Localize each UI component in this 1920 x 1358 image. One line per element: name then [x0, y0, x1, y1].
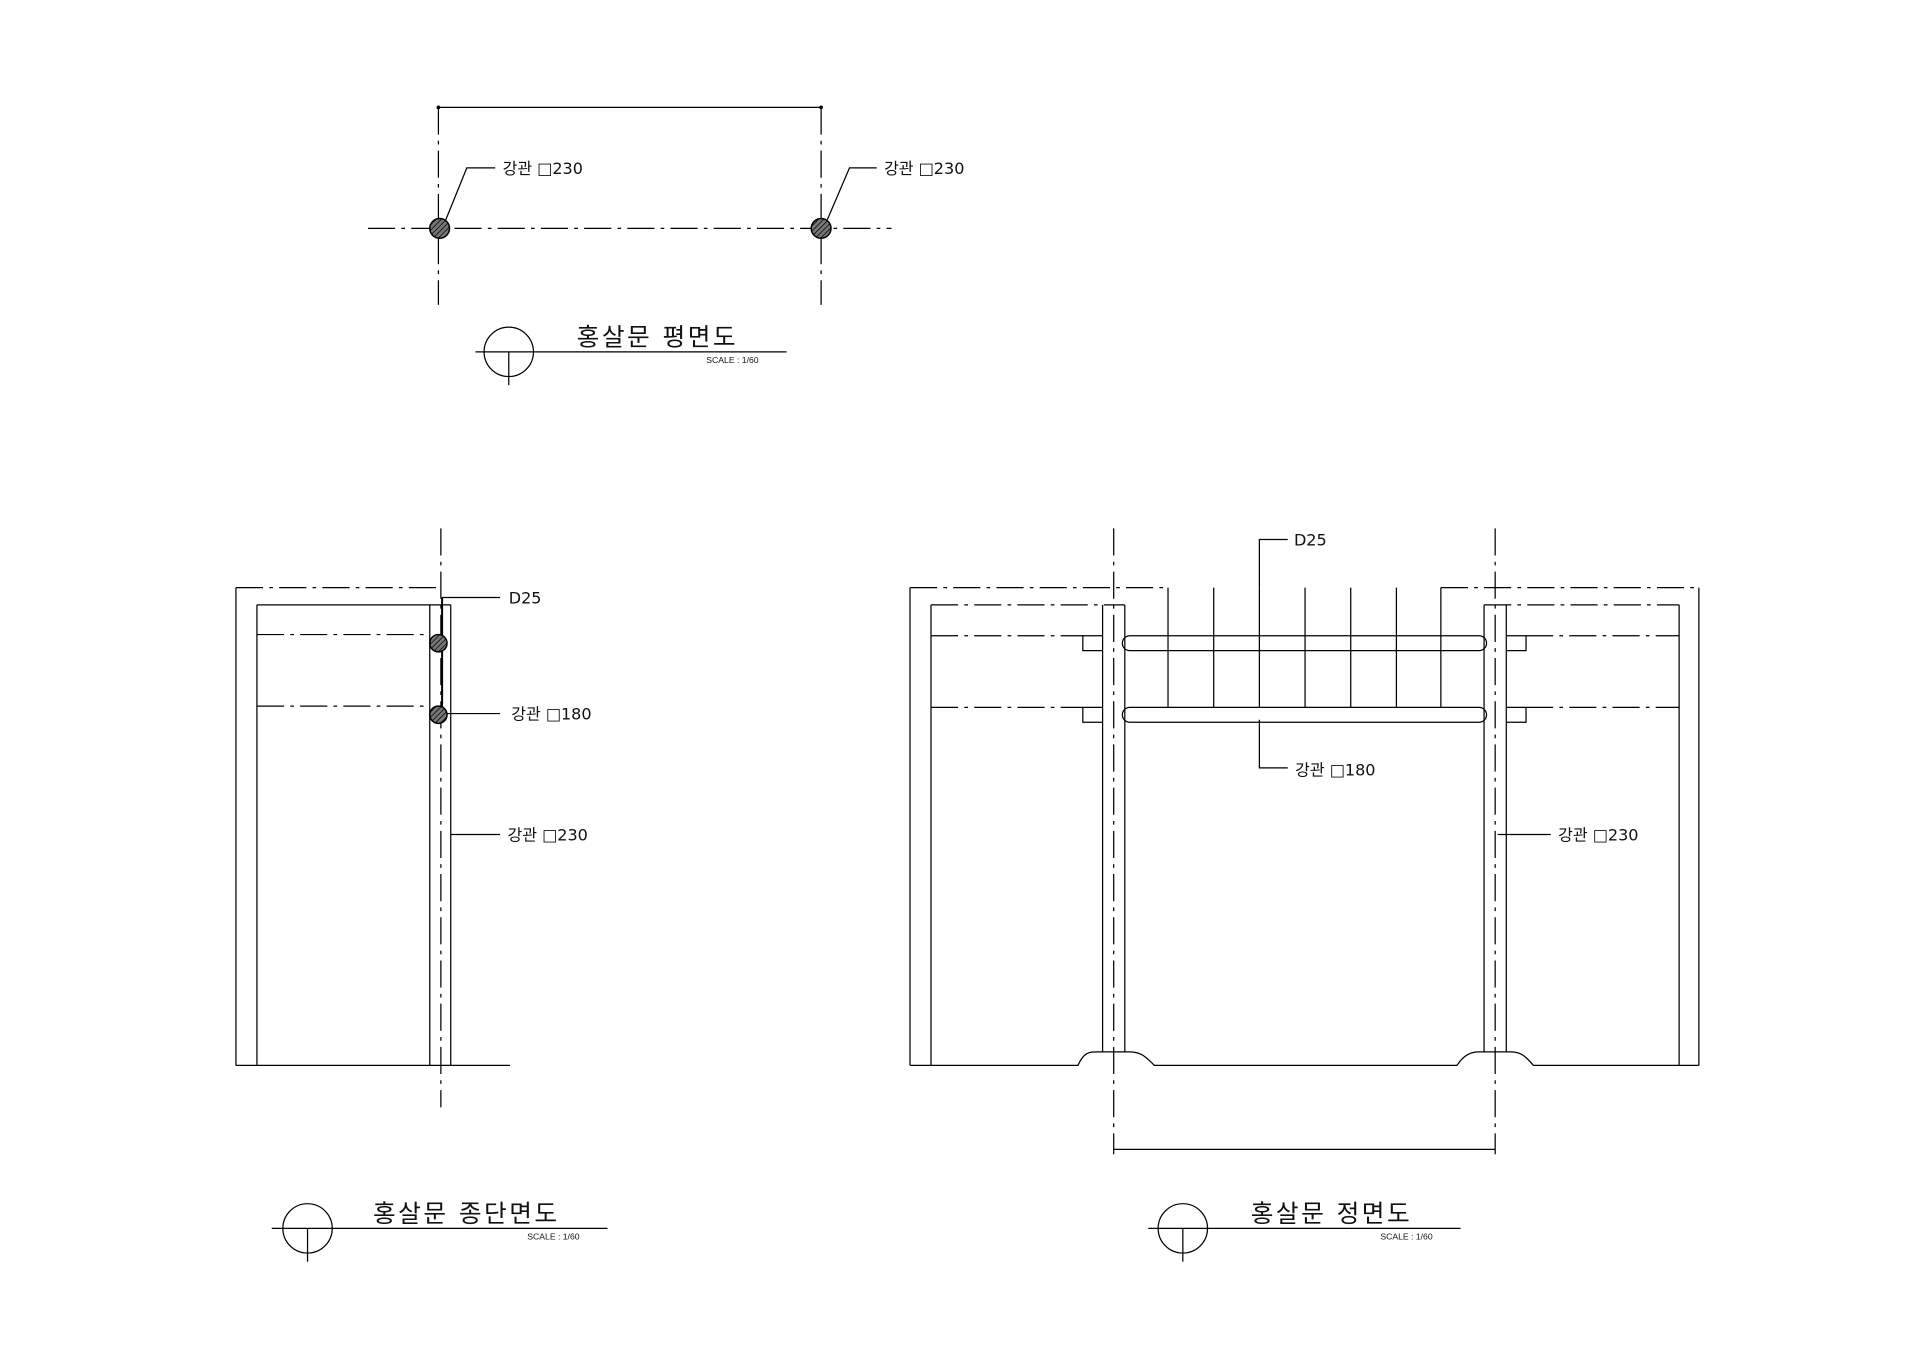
rail-section — [429, 705, 448, 725]
column-label: 강관 □230 — [503, 159, 583, 178]
front-view: D25 강관 □180 강관 □230 홍살문 정면도 SCALE : 1/60 — [909, 528, 1700, 1262]
rail-section — [429, 633, 448, 653]
view-title: 홍살문 평면도 — [577, 323, 738, 352]
ground-line — [910, 1051, 1699, 1067]
rail-bracket — [1082, 706, 1103, 723]
rail-lower — [1121, 706, 1488, 723]
leader-line — [445, 167, 496, 220]
leader-line — [1258, 719, 1288, 769]
plan-view: 강관 □230 강관 □230 홍살문 평면도 SCALE : 1/60 — [368, 105, 964, 386]
pickets — [1167, 587, 1442, 708]
rail-label: 강관 □180 — [511, 705, 591, 724]
scale-label: SCALE : 1/60 — [706, 355, 758, 365]
section-view: D25 강관 □180 강관 □230 홍살문 종단면도 SCALE : 1/6… — [235, 528, 608, 1262]
column-label: 강관 □230 — [508, 826, 588, 845]
scale-label: SCALE : 1/60 — [527, 1231, 579, 1241]
rail-bracket — [1082, 635, 1103, 652]
view-title: 홍살문 정면도 — [1251, 1199, 1412, 1228]
leader-line — [826, 167, 877, 220]
picket-label: D25 — [509, 589, 542, 608]
view-title: 홍살문 종단면도 — [373, 1199, 560, 1228]
column-label: 강관 □230 — [1558, 826, 1638, 845]
column-section-right — [810, 217, 832, 240]
rail-bracket — [1506, 706, 1527, 723]
rail-upper — [1121, 635, 1488, 652]
rail-label: 강관 □180 — [1295, 760, 1375, 779]
column-label: 강관 □230 — [884, 159, 964, 178]
leader-line — [1258, 538, 1288, 588]
column-section-left — [429, 217, 451, 240]
rail-bracket — [1506, 635, 1527, 652]
scale-label: SCALE : 1/60 — [1380, 1231, 1432, 1241]
picket-label: D25 — [1294, 531, 1327, 550]
